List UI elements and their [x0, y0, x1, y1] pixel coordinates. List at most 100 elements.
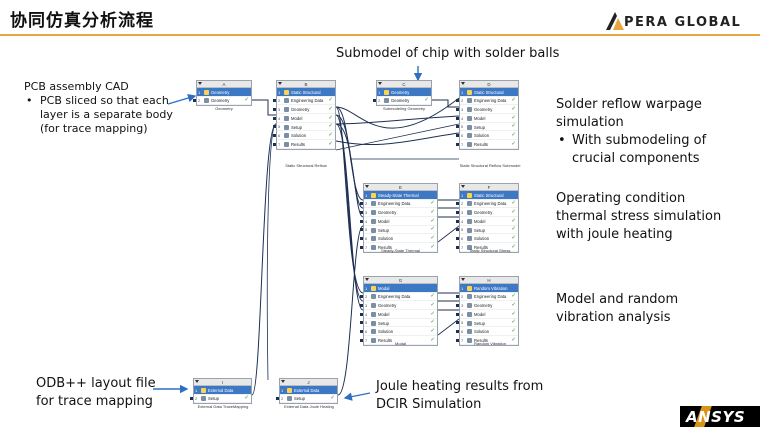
dropdown-arrow-icon[interactable] [378, 82, 382, 85]
dropdown-arrow-icon[interactable] [461, 278, 465, 281]
system-header[interactable]: A [197, 81, 251, 88]
cell-number: 7 [461, 141, 464, 147]
system-header[interactable]: E [364, 184, 437, 191]
cell-number: 2 [461, 294, 464, 300]
cell-type-icon [284, 115, 289, 121]
dropdown-arrow-icon[interactable] [461, 185, 465, 188]
caption-d: Static Structural Reflow Submodel [459, 163, 521, 168]
system-header[interactable]: D [460, 81, 518, 88]
system-header[interactable]: I [194, 379, 251, 386]
reflow-title: Solder reflow warpage simulation [556, 97, 702, 130]
cell-label: Engineering Data [291, 98, 324, 104]
connection-port [456, 303, 459, 307]
dropdown-arrow-icon[interactable] [365, 185, 369, 188]
cell-label: Geometry [391, 98, 410, 104]
cell-label: Engineering Data [474, 294, 507, 300]
caption-h: Random Vibration [474, 341, 506, 346]
dropdown-arrow-icon[interactable] [365, 278, 369, 281]
connection-port [273, 107, 276, 111]
reflow-bullet: With submodeling of crucial components [556, 132, 736, 168]
cell-type-icon [371, 320, 376, 326]
dropdown-arrow-icon[interactable] [278, 82, 282, 85]
status-check-icon: ✓ [328, 97, 333, 104]
pera-triangle-icon [606, 12, 624, 30]
dropdown-arrow-icon[interactable] [281, 380, 285, 383]
cell-label: Solution [378, 329, 394, 335]
system-header[interactable]: F [460, 184, 518, 191]
system-header[interactable]: C [377, 81, 431, 88]
dropdown-arrow-icon[interactable] [461, 82, 465, 85]
system-header[interactable]: G [364, 277, 437, 284]
cell-label: Results [378, 337, 392, 343]
cell-type-icon [467, 201, 472, 207]
system-header[interactable]: B [277, 81, 335, 88]
cell-label: Engineering Data [378, 201, 411, 207]
system-header[interactable]: H [460, 277, 518, 284]
connection-port [456, 228, 459, 232]
system-header[interactable]: J [280, 379, 337, 386]
dropdown-arrow-icon[interactable] [198, 82, 202, 85]
dropdown-arrow-icon[interactable] [195, 380, 199, 383]
